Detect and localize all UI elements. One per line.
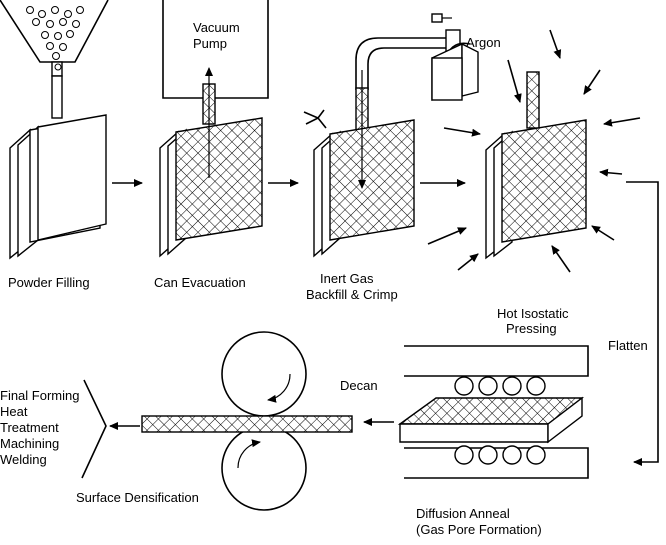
can-evacuation — [159, 67, 263, 258]
label-pressing: Pressing — [506, 321, 557, 336]
can-hip — [485, 71, 587, 260]
label-machining: Machining — [0, 436, 59, 451]
can-inert-gas — [313, 70, 415, 258]
label-can-evacuation: Can Evacuation — [154, 275, 246, 290]
label-diffusion-anneal: Diffusion Anneal — [416, 506, 510, 521]
label-final-forming: Final Forming — [0, 388, 79, 403]
label-gas-pore: (Gas Pore Formation) — [416, 522, 542, 537]
anneal-press — [397, 345, 589, 479]
label-argon: Argon — [466, 35, 501, 50]
rolling-mill — [141, 331, 353, 511]
label-vacuum: Vacuum — [193, 20, 240, 35]
argon-supply — [355, 13, 479, 101]
label-backfill-crimp: Backfill & Crimp — [306, 287, 398, 302]
crimp-tool — [303, 109, 327, 129]
arrow-flatten — [626, 181, 659, 466]
label-hot-isostatic: Hot Isostatic — [497, 306, 569, 321]
can-powder-filling — [9, 75, 107, 260]
label-pump: Pump — [193, 36, 227, 51]
label-powder-filling: Powder Filling — [8, 275, 90, 290]
label-surface-densification: Surface Densification — [76, 490, 199, 505]
final-bracket — [81, 379, 107, 479]
label-inert-gas: Inert Gas — [320, 271, 374, 286]
label-heat: Heat — [0, 404, 28, 419]
pressure-arrows — [427, 29, 641, 273]
label-decan: Decan — [340, 378, 378, 393]
label-welding: Welding — [0, 452, 47, 467]
powder-particles — [26, 6, 84, 71]
label-flatten: Flatten — [608, 338, 648, 353]
label-treatment: Treatment — [0, 420, 59, 435]
